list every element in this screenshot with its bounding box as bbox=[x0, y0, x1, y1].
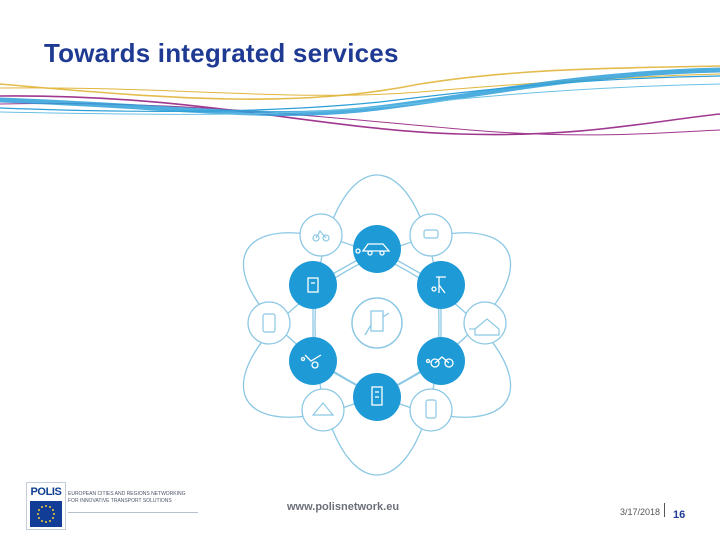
tent-icon bbox=[311, 402, 335, 416]
logo-box: POLIS bbox=[26, 482, 66, 530]
bicycle-node[interactable] bbox=[299, 213, 343, 257]
footer-divider bbox=[664, 503, 665, 517]
org-name: EUROPEAN CITIES AND REGIONS NETWORKING F… bbox=[68, 491, 198, 505]
parking-meter-icon bbox=[307, 277, 319, 293]
ticket-icon bbox=[425, 356, 454, 368]
org-name-line1: EUROPEAN CITIES AND REGIONS NETWORKING bbox=[68, 491, 186, 497]
ticket-node[interactable] bbox=[417, 337, 465, 385]
slide-title: Towards integrated services bbox=[44, 38, 399, 68]
scooter-icon bbox=[371, 386, 383, 406]
page-number: 16 bbox=[673, 509, 686, 521]
phone-node[interactable] bbox=[409, 388, 453, 432]
bike-sharing-icon bbox=[431, 276, 446, 294]
org-name-line2: FOR INNOVATIVE TRANSPORT SOLUTIONS bbox=[68, 498, 172, 504]
polis-logo[interactable]: POLIS EUROP bbox=[26, 482, 198, 530]
mobility-services-diagram bbox=[242, 174, 512, 476]
eu-flag-icon bbox=[30, 501, 62, 527]
car-node[interactable] bbox=[409, 213, 453, 257]
house-icon bbox=[469, 318, 500, 336]
tablet-icon bbox=[262, 313, 276, 333]
car-sharing-icon bbox=[355, 243, 391, 256]
car-sharing-node[interactable] bbox=[353, 225, 401, 273]
bicycle-icon bbox=[312, 229, 330, 242]
logo-divider bbox=[68, 512, 198, 513]
tablet-node[interactable] bbox=[247, 301, 291, 345]
slide-date: 3/17/2018 bbox=[620, 507, 661, 517]
website-link[interactable]: www.polisnetwork.eu bbox=[287, 501, 400, 513]
payment-node[interactable] bbox=[289, 337, 337, 385]
bike-sharing-node[interactable] bbox=[417, 261, 465, 309]
parking-meter-node[interactable] bbox=[289, 261, 337, 309]
logo-wordmark: POLIS bbox=[30, 486, 62, 498]
house-node[interactable] bbox=[463, 301, 507, 345]
inner-nodes bbox=[289, 225, 465, 421]
decorative-swoosh bbox=[0, 65, 720, 136]
phone-icon bbox=[425, 399, 437, 419]
car-icon bbox=[423, 229, 439, 239]
outer-nodes bbox=[247, 213, 507, 432]
payment-icon bbox=[300, 354, 322, 369]
center-node[interactable] bbox=[351, 297, 403, 349]
tent-node[interactable] bbox=[301, 388, 345, 432]
scooter-node[interactable] bbox=[353, 373, 401, 421]
phone-control-icon bbox=[364, 310, 390, 336]
